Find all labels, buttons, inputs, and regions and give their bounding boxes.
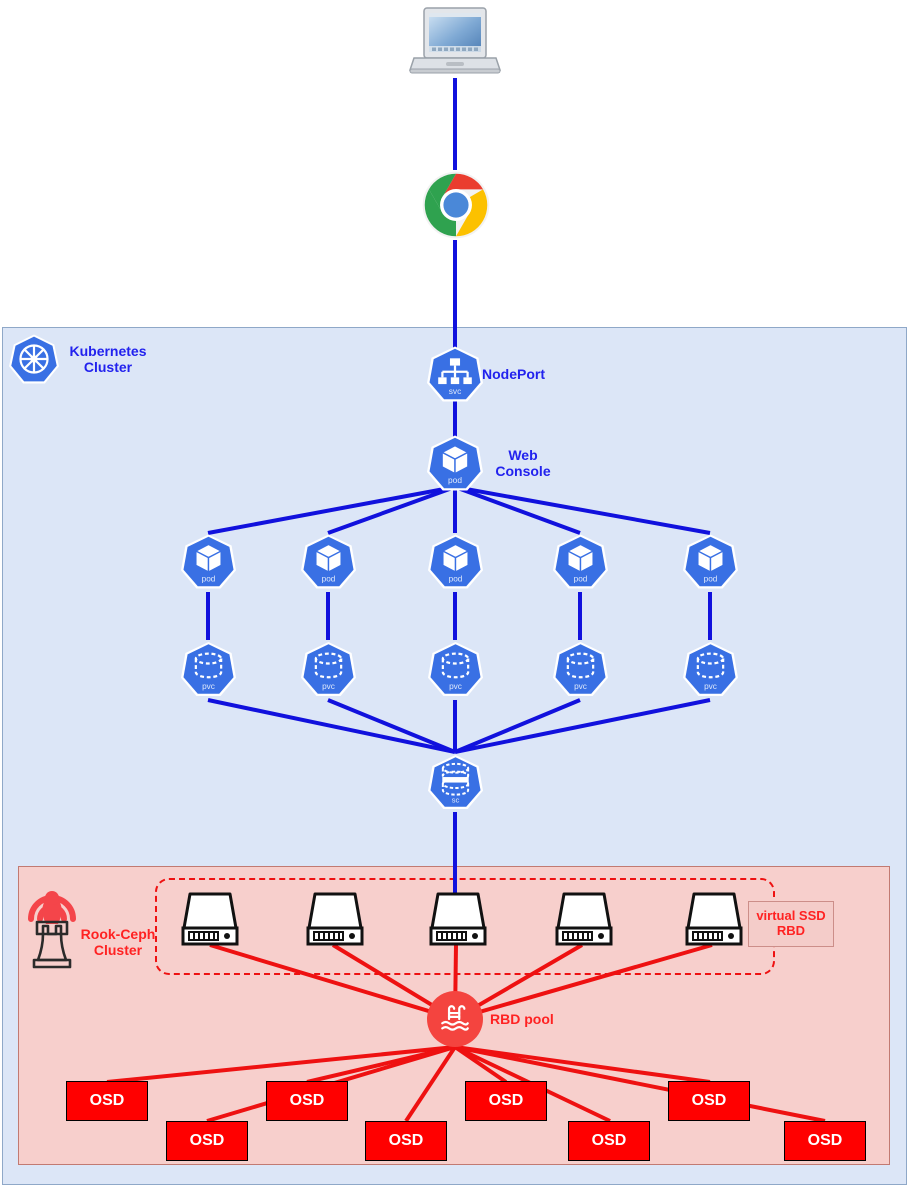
svg-text:sc: sc (452, 795, 460, 804)
osd-label: OSD (388, 1132, 424, 1149)
storageclass-icon: sc (428, 755, 483, 809)
svg-text:pvc: pvc (574, 682, 587, 691)
osd-box-8[interactable]: OSD (784, 1121, 866, 1161)
storage-class-node[interactable]: sc (428, 752, 483, 817)
rook-ceph-cluster-label: Rook-Ceph Cluster (80, 926, 156, 959)
svg-text:pod: pod (322, 574, 336, 583)
kubernetes-cluster-logo (8, 333, 60, 390)
disk-node-2[interactable] (303, 891, 367, 954)
osd-box-7[interactable]: OSD (668, 1081, 750, 1121)
osd-label: OSD (289, 1092, 325, 1109)
chrome-icon (422, 171, 490, 239)
kubernetes-cluster-label: Kubernetes Cluster (69, 343, 147, 376)
svg-text:pvc: pvc (322, 682, 335, 691)
disk-icon (429, 892, 487, 946)
svg-text:pvc: pvc (704, 682, 717, 691)
disk-node-3[interactable] (426, 891, 490, 954)
pod-node-2[interactable]: pod (301, 533, 356, 595)
osd-label: OSD (488, 1092, 524, 1109)
web-console-label: Web Console (495, 447, 551, 480)
chrome-browser[interactable] (422, 171, 490, 244)
pod-node-5[interactable]: pod (683, 533, 738, 595)
rbd-pool-node[interactable] (427, 991, 483, 1047)
osd-box-2[interactable]: OSD (166, 1121, 248, 1161)
pod-node-4[interactable]: pod (553, 533, 608, 595)
svg-text:svc: svc (449, 386, 462, 396)
virtual-ssd-rbd-tag: virtual SSD RBD (748, 901, 834, 947)
svg-text:pod: pod (449, 574, 463, 583)
pvc-node-3[interactable]: pvc (428, 640, 483, 703)
nodeport-label: NodePort (482, 366, 545, 382)
rbd-pool-label: RBD pool (490, 1011, 554, 1027)
osd-label: OSD (691, 1092, 727, 1109)
disk-node-4[interactable] (552, 891, 616, 954)
svg-text:pod: pod (448, 475, 462, 485)
pod-icon: pod (427, 435, 483, 491)
pvc-icon: pvc (553, 642, 608, 696)
osd-box-1[interactable]: OSD (66, 1081, 148, 1121)
disk-icon (306, 892, 364, 946)
pod-node-1[interactable]: pod (181, 533, 236, 595)
web-console-pod-node[interactable]: pod (427, 435, 483, 496)
disk-icon (181, 892, 239, 946)
pod-icon: pod (683, 534, 738, 589)
osd-label: OSD (807, 1132, 843, 1149)
service-icon: svc (427, 346, 483, 402)
pod-node-3[interactable]: pod (428, 533, 483, 595)
svg-text:pvc: pvc (202, 682, 215, 691)
disk-node-1[interactable] (178, 891, 242, 954)
osd-box-5[interactable]: OSD (465, 1081, 547, 1121)
osd-box-4[interactable]: OSD (365, 1121, 447, 1161)
laptop-icon (408, 7, 502, 74)
rook-ceph-logo-icon (28, 891, 76, 969)
osd-box-6[interactable]: OSD (568, 1121, 650, 1161)
pod-icon: pod (301, 534, 356, 589)
rook-ceph-cluster-logo (22, 872, 82, 977)
svg-text:pod: pod (202, 574, 216, 583)
osd-label: OSD (89, 1092, 125, 1109)
pvc-icon: pvc (428, 642, 483, 696)
svg-text:pod: pod (704, 574, 718, 583)
svg-text:pvc: pvc (449, 682, 462, 691)
svg-text:pod: pod (574, 574, 588, 583)
virtual-ssd-rbd-label: virtual SSD RBD (756, 908, 826, 938)
pvc-node-1[interactable]: pvc (181, 640, 236, 703)
osd-label: OSD (591, 1132, 627, 1149)
pvc-icon: pvc (301, 642, 356, 696)
disk-icon (685, 892, 743, 946)
pvc-node-5[interactable]: pvc (683, 640, 738, 703)
pod-icon: pod (181, 534, 236, 589)
nodeport-service-node[interactable]: svc (427, 346, 483, 407)
pvc-icon: pvc (181, 642, 236, 696)
kubernetes-logo-icon (9, 334, 59, 384)
pool-icon (441, 1005, 469, 1031)
pvc-node-2[interactable]: pvc (301, 640, 356, 703)
osd-box-3[interactable]: OSD (266, 1081, 348, 1121)
disk-icon (555, 892, 613, 946)
osd-label: OSD (189, 1132, 225, 1149)
client-laptop[interactable] (408, 6, 502, 83)
disk-node-5[interactable] (682, 891, 746, 954)
pvc-icon: pvc (683, 642, 738, 696)
pod-icon: pod (428, 534, 483, 589)
pod-icon: pod (553, 534, 608, 589)
pvc-node-4[interactable]: pvc (553, 640, 608, 703)
